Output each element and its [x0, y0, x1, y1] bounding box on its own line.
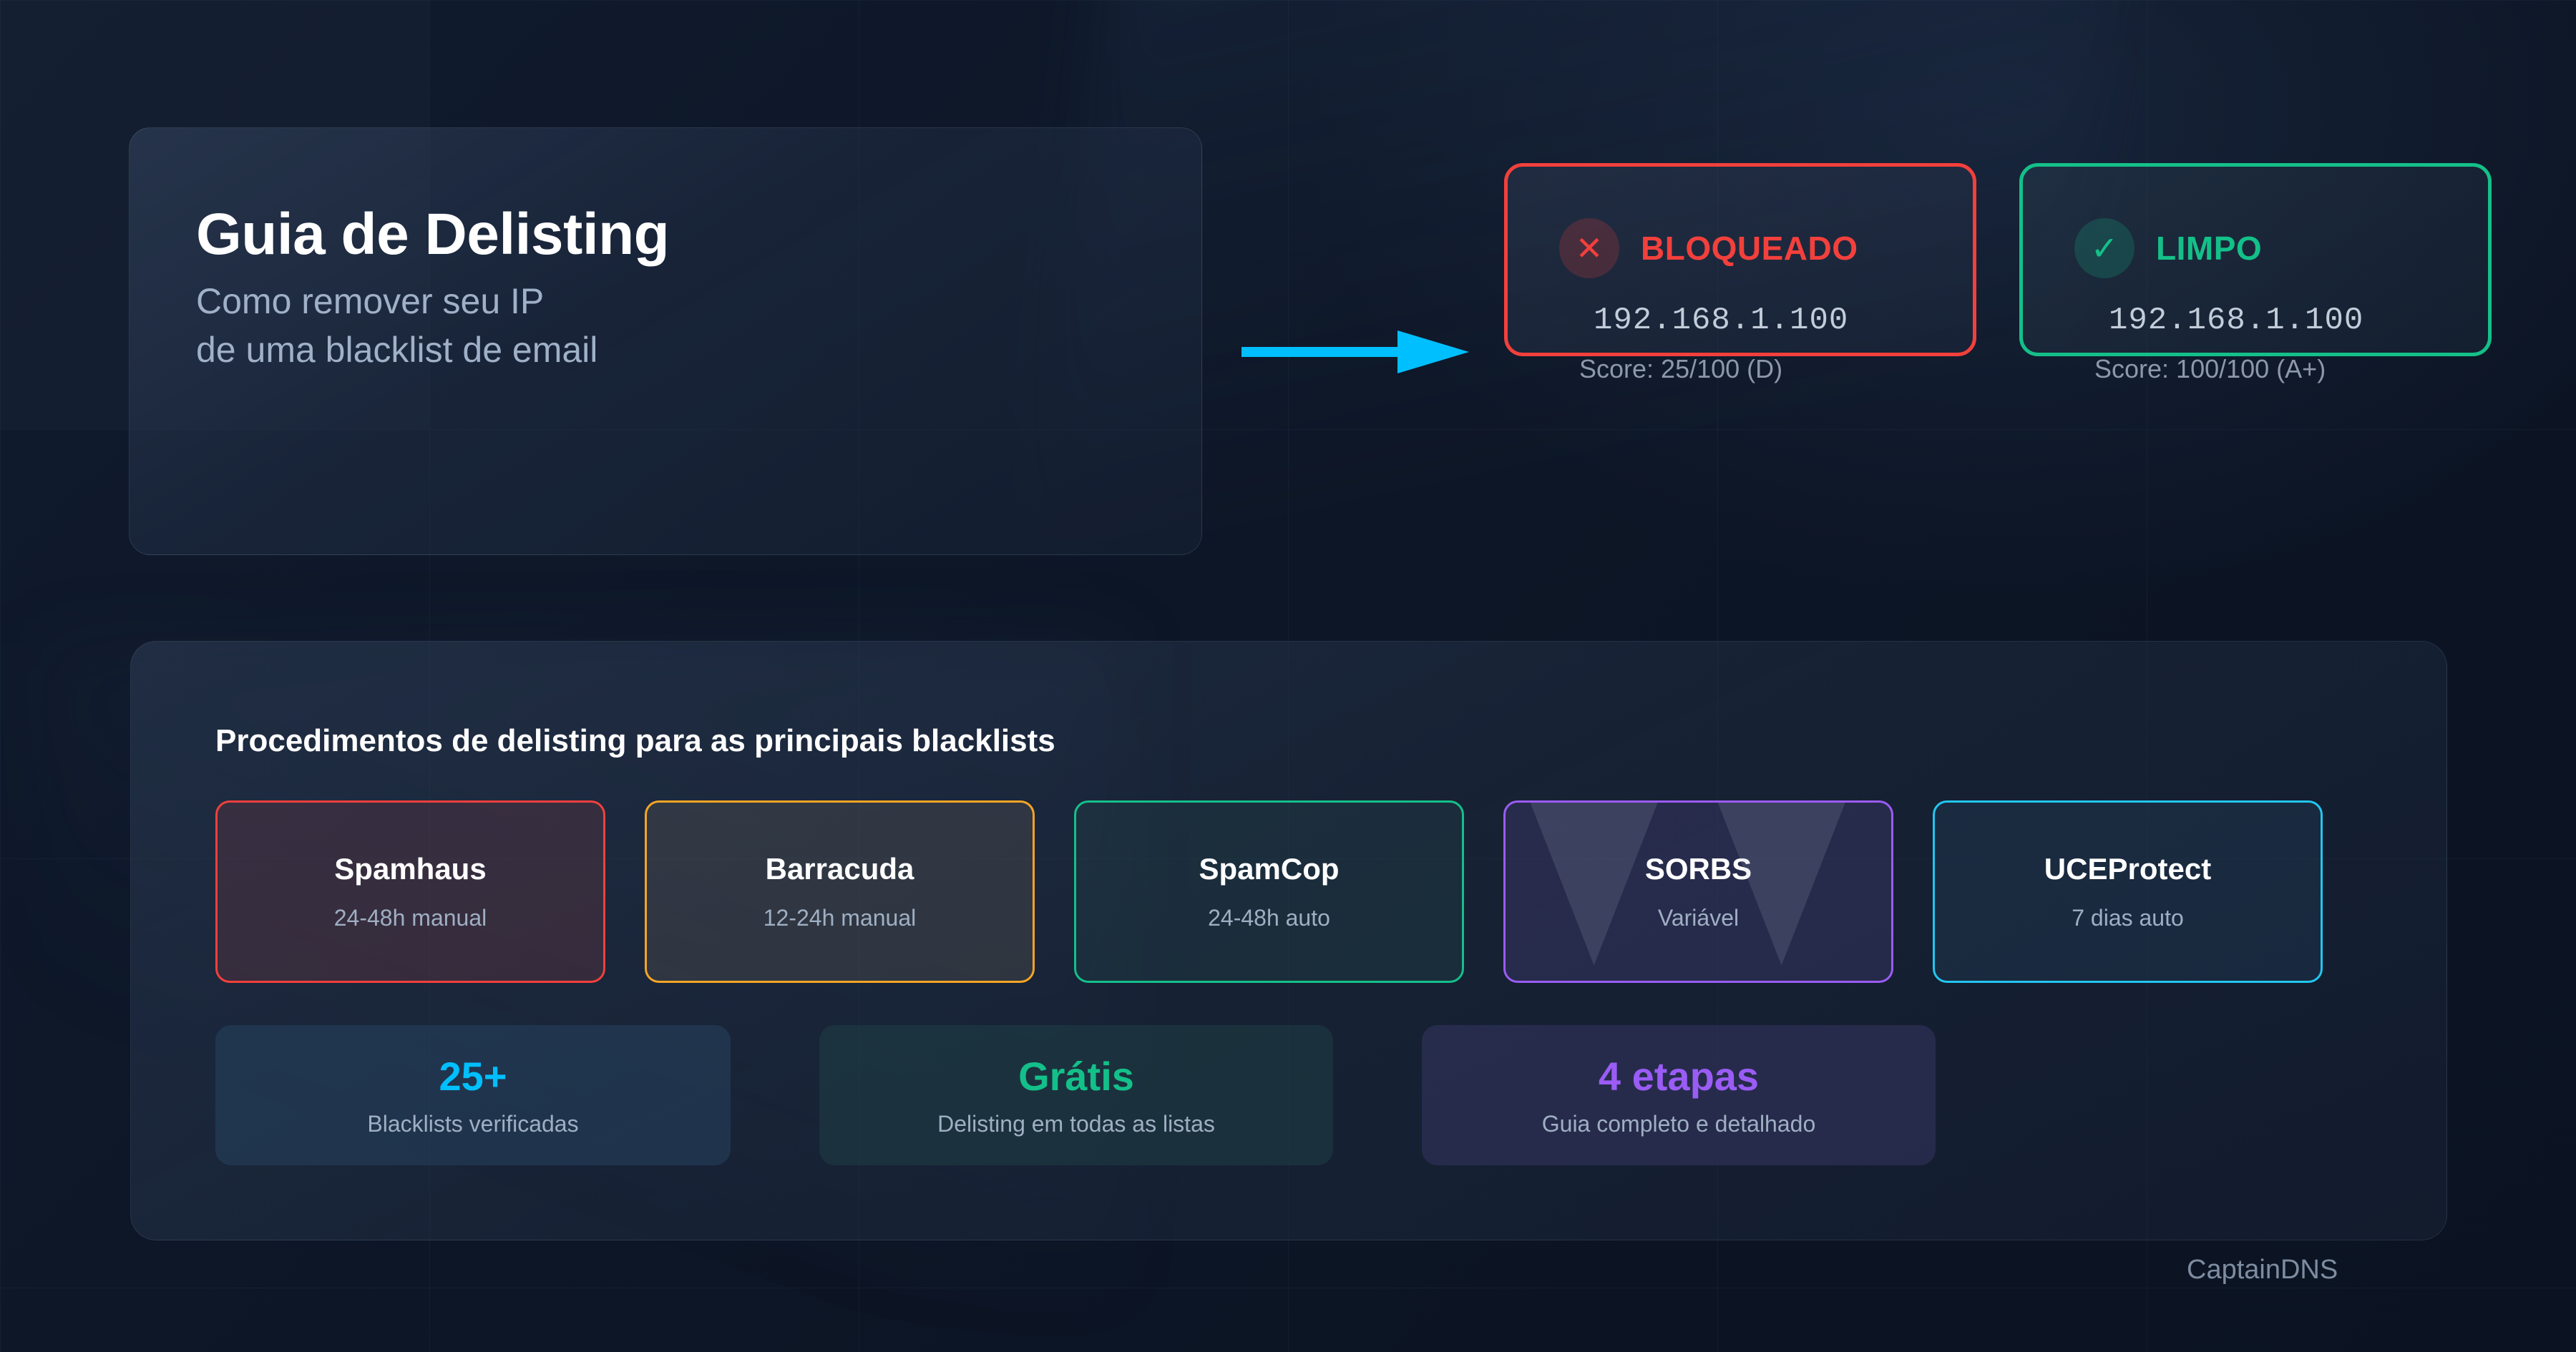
page-title: Guia de Delisting	[196, 202, 670, 267]
triangle-watermark-icon	[1530, 803, 1845, 966]
status-score: Score: 25/100 (D)	[1579, 354, 1783, 383]
provider-delisting-time: Variável	[1657, 905, 1740, 931]
stat-label: Guia completo e detalhado	[1541, 1111, 1816, 1137]
page-subtitle-line-1: Como remover seu IP	[196, 281, 545, 321]
background-glow-bottom-left	[43, 644, 1116, 1288]
page-subtitle-line-2: de uma blacklist de email	[196, 330, 598, 370]
provider-card-uceprotect[interactable]: UCEProtect 7 dias auto	[1933, 800, 2323, 983]
provider-card-sorbs[interactable]: SORBS Variável	[1503, 800, 1893, 983]
x-mark-icon: ✕	[1559, 218, 1619, 278]
stat-card-blacklists: 25+ Blacklists verificadas	[215, 1025, 731, 1165]
provider-card-spamhaus[interactable]: Spamhaus 24-48h manual	[215, 800, 605, 983]
providers-panel: Procedimentos de delisting para as princ…	[130, 641, 2447, 1240]
provider-name: Barracuda	[765, 852, 914, 886]
status-header-blocked: ✕ BLOQUEADO	[1559, 218, 1858, 278]
provider-card-spamcop[interactable]: SpamCop 24-48h auto	[1074, 800, 1464, 983]
stat-value: 25+	[439, 1054, 507, 1099]
provider-delisting-time: 12-24h manual	[763, 905, 917, 931]
stats-card-list: 25+ Blacklists verificadas Grátis Delist…	[215, 1025, 1936, 1165]
page-subtitle: Como remover seu IP de uma blacklist de …	[196, 277, 597, 374]
provider-delisting-time: 7 dias auto	[2072, 905, 2184, 931]
hero-card: Guia de Delisting Como remover seu IP de…	[129, 127, 1202, 555]
status-header-clean: ✓ LIMPO	[2074, 218, 2262, 278]
stat-value: Grátis	[1018, 1054, 1134, 1099]
status-card-clean: ✓ LIMPO 192.168.1.100 Score: 100/100 (A+…	[2019, 163, 2492, 383]
provider-name: UCEProtect	[2044, 852, 2212, 886]
section-heading: Procedimentos de delisting para as princ…	[215, 723, 1055, 758]
stat-value: 4 etapas	[1598, 1054, 1760, 1099]
status-score: Score: 100/100 (A+)	[2094, 354, 2326, 383]
provider-name: SpamCop	[1199, 852, 1340, 886]
provider-card-list: Spamhaus 24-48h manual Barracuda 12-24h …	[215, 800, 2323, 983]
provider-name: Spamhaus	[334, 852, 487, 886]
stat-card-price: Grátis Delisting em todas as listas	[819, 1025, 1333, 1165]
arrow-right-icon	[1241, 330, 1469, 373]
provider-card-barracuda[interactable]: Barracuda 12-24h manual	[645, 800, 1035, 983]
provider-name: SORBS	[1644, 852, 1752, 886]
status-ip-address: 192.168.1.100	[2109, 303, 2364, 338]
stat-label: Delisting em todas as listas	[937, 1111, 1215, 1137]
stat-label: Blacklists verificadas	[367, 1111, 579, 1137]
status-card-blocked: ✕ BLOQUEADO 192.168.1.100 Score: 25/100 …	[1504, 163, 1976, 383]
provider-delisting-time: 24-48h auto	[1208, 905, 1330, 931]
status-badge: BLOQUEADO	[1641, 230, 1858, 267]
status-ip-address: 192.168.1.100	[1594, 303, 1849, 338]
stat-card-steps: 4 etapas Guia completo e detalhado	[1422, 1025, 1936, 1165]
brand-wordmark: CaptainDNS	[2187, 1255, 2338, 1285]
status-badge: LIMPO	[2156, 230, 2263, 267]
provider-delisting-time: 24-48h manual	[333, 905, 487, 931]
check-mark-icon: ✓	[2074, 218, 2135, 278]
